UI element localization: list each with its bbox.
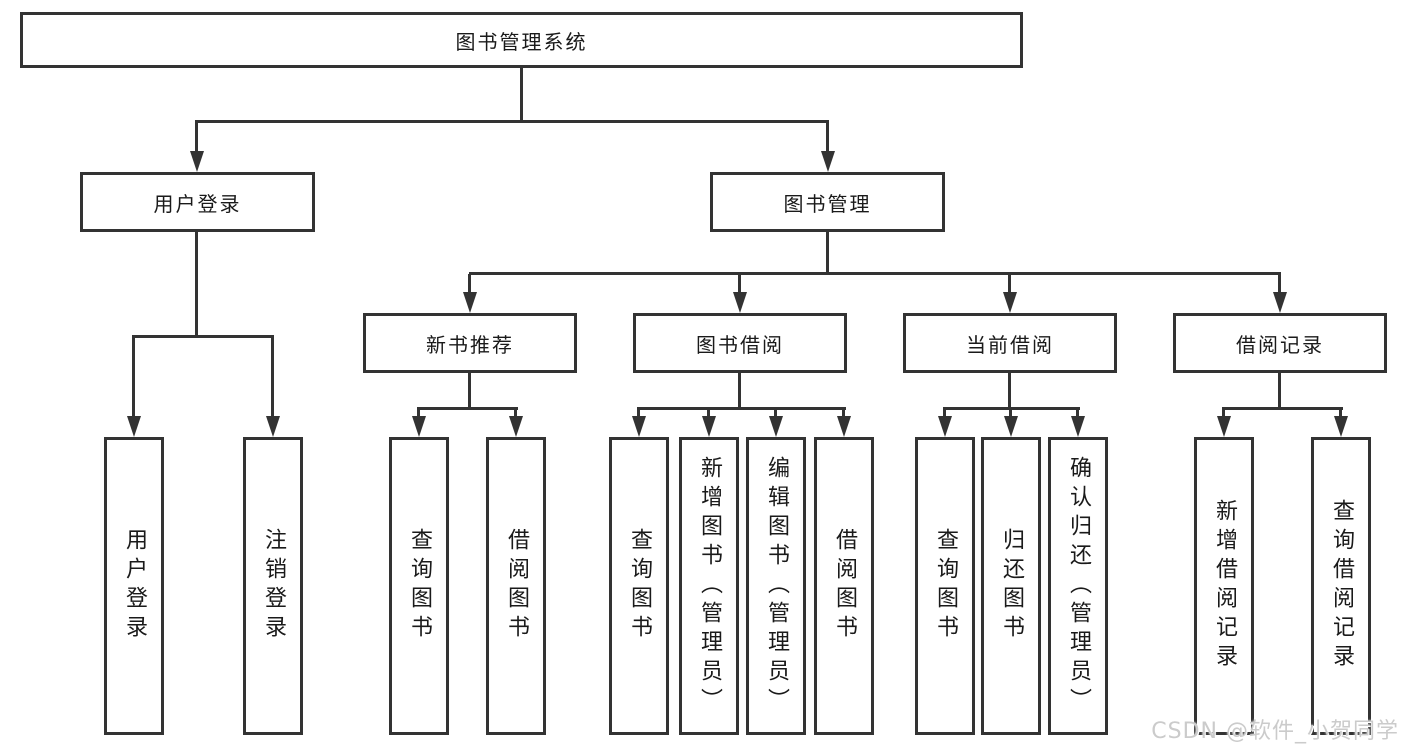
edge-to-bb-edit <box>774 409 777 419</box>
leaf-br-query-record: 查询借阅记录 <box>1311 437 1371 735</box>
leaf-label: 编辑图书（管理员） <box>764 455 789 717</box>
arrowhead-user-login <box>190 151 204 172</box>
node-user-login: 用户登录 <box>80 172 315 232</box>
edge-root-to-book-mgmt <box>826 122 829 154</box>
edge-to-cb-return <box>1009 409 1012 419</box>
edge-current-borrow-stem <box>1008 373 1011 409</box>
leaf-label: 查询借阅记录 <box>1329 499 1354 673</box>
edge-to-cb-query <box>943 409 946 419</box>
edge-borrow-record-bar <box>1222 407 1343 410</box>
edge-book-mgmt-stem <box>826 232 829 274</box>
leaf-label: 确认归还（管理员） <box>1066 455 1091 717</box>
edge-to-borrow-record <box>1278 274 1281 296</box>
leaf-bb-query-books: 查询图书 <box>609 437 669 735</box>
arrowhead-cb-return <box>1004 416 1018 437</box>
leaf-label: 用户登录 <box>122 528 147 644</box>
arrowhead-bb-edit <box>769 416 783 437</box>
leaf-label: 新增借阅记录 <box>1212 499 1237 673</box>
node-book-borrowing: 图书借阅 <box>633 313 847 373</box>
arrowhead-logout-leaf <box>266 416 280 437</box>
arrowhead-borrow-record <box>1273 292 1287 313</box>
edge-to-nb-borrow <box>514 409 517 419</box>
edge-to-br-add <box>1222 409 1225 419</box>
edge-book-mgmt-bar <box>469 272 1281 275</box>
leaf-label: 借阅图书 <box>832 528 857 644</box>
edge-root-to-user-login <box>195 122 198 154</box>
leaf-label: 查询图书 <box>933 528 958 644</box>
edge-to-bb-borrow <box>842 409 845 419</box>
leaf-label: 归还图书 <box>999 528 1024 644</box>
edge-book-borrow-bar <box>637 407 846 410</box>
leaf-cb-confirm-return-admin: 确认归还（管理员） <box>1048 437 1108 735</box>
arrowhead-bb-borrow <box>837 416 851 437</box>
edge-root-stem <box>520 68 523 122</box>
edge-to-user-login-leaf <box>132 337 135 419</box>
node-current-borrowing: 当前借阅 <box>903 313 1117 373</box>
arrowhead-br-query <box>1334 416 1348 437</box>
leaf-label: 借阅图书 <box>504 528 529 644</box>
edge-current-borrow-bar <box>943 407 1080 410</box>
edge-borrow-record-stem <box>1278 373 1281 409</box>
leaf-bb-edit-books-admin: 编辑图书（管理员） <box>746 437 806 735</box>
arrowhead-book-borrow <box>733 292 747 313</box>
csdn-watermark: CSDN @软件_小贺同学 <box>1151 719 1399 744</box>
arrowhead-bb-add <box>702 416 716 437</box>
leaf-user-login: 用户登录 <box>104 437 164 735</box>
edge-root-bar <box>195 120 829 123</box>
edge-to-nb-query <box>417 409 420 419</box>
arrowhead-br-add <box>1217 416 1231 437</box>
arrowhead-new-book <box>463 292 477 313</box>
arrowhead-nb-borrow <box>509 416 523 437</box>
leaf-nb-borrow-books: 借阅图书 <box>486 437 546 735</box>
leaf-logout: 注销登录 <box>243 437 303 735</box>
leaf-label: 查询图书 <box>407 528 432 644</box>
node-borrowing-records: 借阅记录 <box>1173 313 1387 373</box>
leaf-label: 注销登录 <box>261 528 286 644</box>
node-book-management-system: 图书管理系统 <box>20 12 1023 68</box>
edge-to-bb-query <box>637 409 640 419</box>
edge-user-login-bar <box>132 335 274 338</box>
leaf-cb-return-books: 归还图书 <box>981 437 1041 735</box>
node-book-management: 图书管理 <box>710 172 945 232</box>
edge-user-login-stem <box>195 232 198 337</box>
leaf-label: 查询图书 <box>627 528 652 644</box>
leaf-cb-query-books: 查询图书 <box>915 437 975 735</box>
edge-to-cb-confirm <box>1076 409 1079 419</box>
leaf-bb-add-books-admin: 新增图书（管理员） <box>679 437 739 735</box>
node-new-book-recommend: 新书推荐 <box>363 313 577 373</box>
edge-to-br-query <box>1339 409 1342 419</box>
arrowhead-current-borrow <box>1003 292 1017 313</box>
arrowhead-nb-query <box>412 416 426 437</box>
arrowhead-book-mgmt <box>821 151 835 172</box>
leaf-label: 新增图书（管理员） <box>697 455 722 717</box>
arrowhead-user-login-leaf <box>127 416 141 437</box>
edge-to-book-borrow <box>738 274 741 296</box>
edge-new-book-bar <box>417 407 518 410</box>
leaf-nb-query-books: 查询图书 <box>389 437 449 735</box>
edge-to-logout-leaf <box>271 337 274 419</box>
arrowhead-bb-query <box>632 416 646 437</box>
leaf-bb-borrow-books: 借阅图书 <box>814 437 874 735</box>
edge-book-borrow-stem <box>738 373 741 409</box>
edge-to-bb-add <box>707 409 710 419</box>
arrowhead-cb-confirm <box>1071 416 1085 437</box>
arrowhead-cb-query <box>938 416 952 437</box>
edge-to-current-borrow <box>1008 274 1011 296</box>
edge-to-new-book <box>468 274 471 296</box>
edge-new-book-stem <box>468 373 471 409</box>
leaf-br-add-record: 新增借阅记录 <box>1194 437 1254 735</box>
